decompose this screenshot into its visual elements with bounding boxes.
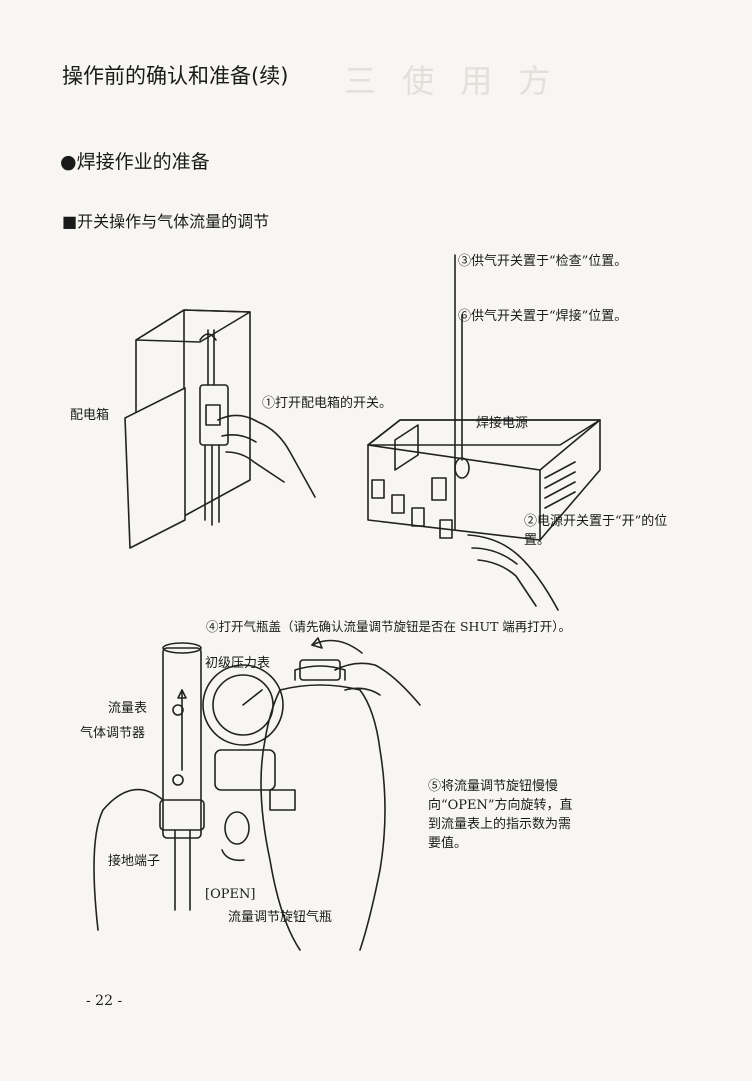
section-heading: ●焊接作业的准备: [60, 147, 210, 174]
page-title: 操作前的确认和准备(续): [62, 64, 289, 88]
label-ground-terminal: 接地端子: [108, 854, 161, 869]
subsection-heading: ■开关操作与气体流量的调节: [62, 208, 269, 232]
label-flow-knob-cylinder: 流量调节旋钮气瓶: [228, 910, 333, 925]
label-step2: ②电源开关置于“开”的位置。: [524, 514, 668, 548]
label-step4: ④打开气瓶盖（请先确认流量调节旋钮是否在 SHUT 端再打开）。: [206, 619, 572, 634]
label-step6: ⑥供气开关置于“焊接”位置。: [458, 309, 628, 324]
hand-switch-drawing: [467, 534, 559, 611]
hand-breaker-drawing: [217, 414, 316, 498]
label-gas-regulator: 气体调节器: [80, 726, 146, 741]
label-flowmeter: 流量表: [108, 701, 148, 716]
page-number: - 22 -: [86, 993, 123, 1009]
subsection-title: 开关操作与气体流量的调节: [77, 212, 270, 231]
label-welding-power: 焊接电源: [476, 416, 529, 431]
welding-power-drawing: [367, 254, 601, 541]
distribution-box-drawing: [124, 309, 251, 549]
label-step1: ①打开配电箱的开关。: [262, 396, 393, 411]
section-bullet: ●: [60, 151, 77, 173]
label-distribution-box: 配电箱: [70, 408, 110, 423]
label-open: [OPEN]: [205, 887, 256, 902]
section-title: 焊接作业的准备: [76, 151, 210, 173]
label-step5: ⑤将流量调节旋钮慢慢向“OPEN”方向旋转，直到流量表上的指示数为需要值。: [428, 779, 573, 851]
gas-equipment-drawing: [93, 637, 421, 951]
label-primary-gauge: 初级压力表: [205, 656, 271, 671]
label-step3: ③供气开关置于“检查”位置。: [458, 254, 628, 269]
subsection-bullet: ■: [62, 212, 78, 231]
ghost-show-through-text: 三 使 用 方: [344, 62, 559, 100]
